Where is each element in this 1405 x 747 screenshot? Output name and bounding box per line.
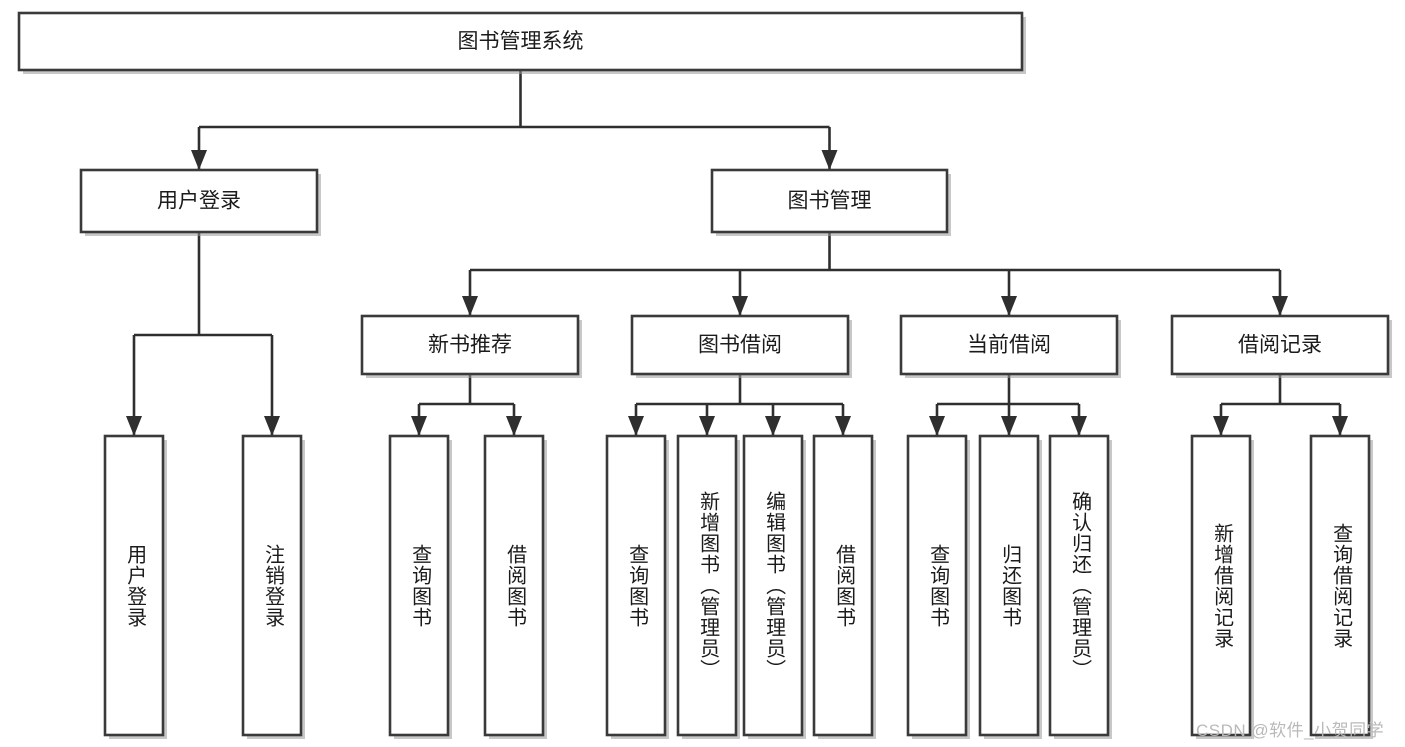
node-leaf-edit-book[interactable] (742, 434, 806, 739)
arrow-head-icon (1213, 416, 1229, 436)
csdn-watermark: CSDN @软件_小贺同学 (1196, 721, 1385, 740)
node-label-root: 图书管理系统 (458, 30, 584, 53)
node-user-login[interactable] (79, 168, 321, 236)
arrow-head-icon (264, 416, 280, 436)
node-leaf-borrow-book[interactable] (812, 434, 876, 739)
node-borrow-record[interactable] (1170, 314, 1392, 378)
arrow-head-icon (835, 416, 851, 436)
node-leaf-add-book[interactable] (676, 434, 740, 739)
arrow-head-icon (411, 416, 427, 436)
arrow-head-icon (1071, 416, 1087, 436)
node-leaf-query-book-current[interactable] (906, 434, 970, 739)
arrow-head-icon (506, 416, 522, 436)
node-leaf-query-book-borrow[interactable] (605, 434, 669, 739)
arrow-head-icon (699, 416, 715, 436)
node-book-manage[interactable] (710, 168, 951, 236)
arrow-head-icon (462, 296, 478, 316)
arrow-head-icon (732, 296, 748, 316)
node-leaf-logout[interactable] (241, 434, 305, 739)
arrow-head-icon (1272, 296, 1288, 316)
node-current-borrow[interactable] (899, 314, 1121, 378)
arrow-head-icon (1001, 296, 1017, 316)
node-leaf-query-book-new[interactable] (388, 434, 452, 739)
arrow-head-icon (1332, 416, 1348, 436)
arrow-head-icon (821, 150, 838, 170)
node-new-book-recommend[interactable] (360, 314, 582, 378)
node-label-book-manage: 图书管理 (788, 190, 872, 213)
arrow-head-icon (628, 416, 644, 436)
connectors-layer (126, 70, 1348, 436)
node-label-book-borrow: 图书借阅 (698, 334, 782, 357)
node-leaf-query-record[interactable] (1309, 434, 1373, 739)
node-root[interactable] (17, 11, 1026, 74)
arrow-head-icon (126, 416, 142, 436)
arrow-head-icon (765, 416, 781, 436)
arrow-head-icon (1001, 416, 1017, 436)
node-book-borrow[interactable] (630, 314, 852, 378)
node-leaf-borrow-book-new[interactable] (483, 434, 547, 739)
arrow-head-icon (191, 150, 207, 170)
node-leaf-user-login[interactable] (103, 434, 167, 739)
node-leaf-return-book[interactable] (978, 434, 1042, 739)
node-label-new-book-recommend: 新书推荐 (428, 334, 512, 357)
arrow-head-icon (929, 416, 945, 436)
node-label-current-borrow: 当前借阅 (967, 334, 1051, 357)
node-label-user-login: 用户登录 (157, 190, 241, 213)
node-leaf-add-record[interactable] (1190, 434, 1254, 739)
node-leaf-confirm-return[interactable] (1048, 434, 1112, 739)
node-label-borrow-record: 借阅记录 (1238, 334, 1322, 357)
